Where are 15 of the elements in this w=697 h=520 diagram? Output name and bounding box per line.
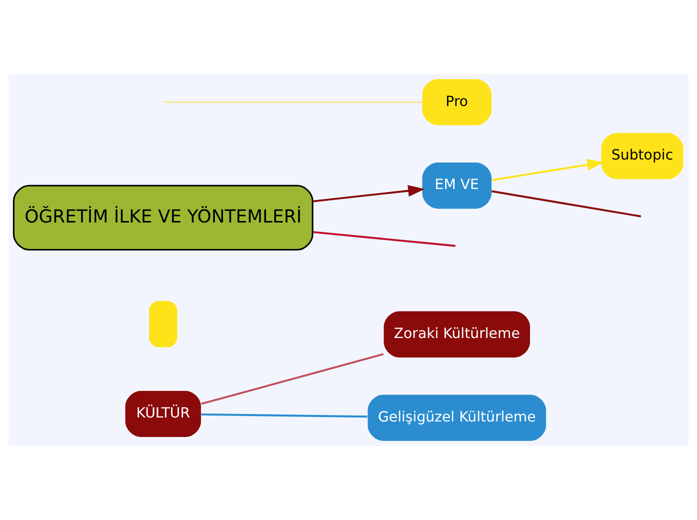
node-box: ÖĞRETİM İLKE VE YÖNTEMLERİ <box>12 184 314 251</box>
node-box: Pro <box>422 79 492 126</box>
node-box: Zoraki Kültürleme <box>384 311 530 358</box>
arrow <box>492 158 604 182</box>
connector <box>492 190 642 218</box>
connector <box>201 413 368 418</box>
node-box <box>149 301 178 348</box>
connector <box>312 231 456 247</box>
node-box: Gelişigüzel Kültürleme <box>368 394 546 441</box>
node-box: KÜLTÜR <box>125 390 201 438</box>
connector <box>201 353 384 405</box>
node-box: EM VE <box>422 162 492 209</box>
connector <box>164 101 422 104</box>
arrow <box>312 185 425 202</box>
node-box: Subtopic <box>601 133 684 180</box>
